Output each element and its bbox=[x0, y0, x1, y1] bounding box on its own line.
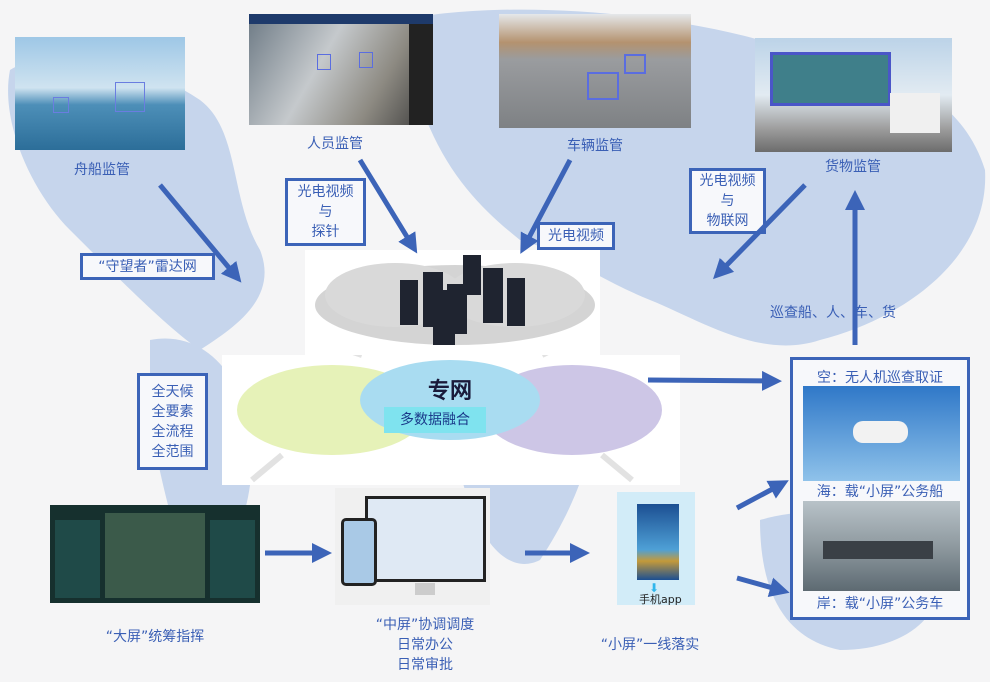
private-network-title: 专网 bbox=[427, 379, 473, 404]
person-surveillance-photo bbox=[249, 14, 433, 125]
private-network-panel: 专网 多数据融合 bbox=[222, 355, 680, 485]
ship-surveillance-photo bbox=[15, 37, 185, 150]
daily-office-label: 日常办公 bbox=[397, 637, 453, 653]
optical-iot-box: 光电视频 与 物联网 bbox=[689, 168, 766, 234]
drone-photo bbox=[803, 386, 960, 481]
ship-monitoring-label: 舟船监管 bbox=[74, 162, 130, 178]
data-fusion-label: 多数据融合 bbox=[384, 407, 486, 433]
probe-line-2: 与 bbox=[318, 204, 333, 220]
probe-line-1: 光电视频 bbox=[297, 184, 354, 200]
probe-line-3: 探针 bbox=[311, 224, 340, 240]
download-arrow-icon: ⬇ bbox=[649, 581, 660, 595]
optical-video-box: 光电视频 bbox=[537, 222, 615, 250]
coverage-line-1: 全天候 bbox=[151, 383, 194, 400]
mid-screen-devices-image bbox=[335, 488, 490, 605]
mobile-app-label: 手机app bbox=[639, 593, 682, 606]
big-screen-label: “大屏”统筹指挥 bbox=[105, 629, 205, 645]
patrol-label: 巡查船、人、车、货 bbox=[770, 305, 896, 321]
iot-line-2: 与 bbox=[720, 193, 735, 209]
coverage-line-4: 全范围 bbox=[151, 443, 194, 460]
person-monitoring-label: 人员监管 bbox=[307, 136, 363, 152]
iot-line-1: 光电视频 bbox=[699, 173, 756, 189]
all-coverage-box: 全天候 全要素 全流程 全范围 bbox=[137, 373, 208, 470]
iot-line-3: 物联网 bbox=[706, 213, 749, 229]
air-drone-label: 空：无人机巡查取证 bbox=[817, 370, 943, 386]
daily-approval-label: 日常审批 bbox=[397, 657, 453, 673]
coverage-line-2: 全要素 bbox=[151, 403, 194, 420]
small-screen-label: “小屏”一线落实 bbox=[600, 637, 700, 653]
server-cloud-panel bbox=[305, 250, 600, 355]
radar-text: “守望者”雷达网 bbox=[98, 258, 197, 275]
mid-screen-label: “中屏”协调调度 bbox=[375, 617, 475, 633]
sea-boat-label: 海：载“小屏”公务船 bbox=[816, 484, 944, 500]
shore-vehicle-label: 岸：载“小屏”公务车 bbox=[816, 596, 944, 612]
vehicle-monitoring-label: 车辆监管 bbox=[567, 138, 623, 154]
vehicle-surveillance-photo bbox=[499, 14, 691, 128]
patrol-boat-photo bbox=[803, 501, 960, 591]
video-text: 光电视频 bbox=[548, 228, 604, 244]
coverage-line-3: 全流程 bbox=[151, 423, 194, 440]
cargo-monitoring-label: 货物监管 bbox=[825, 159, 881, 175]
radar-network-box: “守望者”雷达网 bbox=[80, 253, 215, 280]
field-enforcement-panel: 空：无人机巡查取证 海：载“小屏”公务船 岸：载“小屏”公务车 bbox=[790, 357, 970, 620]
mobile-app-image: ⬇ 手机app bbox=[617, 492, 695, 606]
big-screen-dashboard-image bbox=[50, 505, 260, 603]
optical-probe-box: 光电视频 与 探针 bbox=[285, 178, 366, 246]
cargo-surveillance-photo bbox=[755, 38, 952, 152]
server-cloud-icon bbox=[315, 255, 595, 345]
cloud-shapes bbox=[237, 355, 662, 483]
